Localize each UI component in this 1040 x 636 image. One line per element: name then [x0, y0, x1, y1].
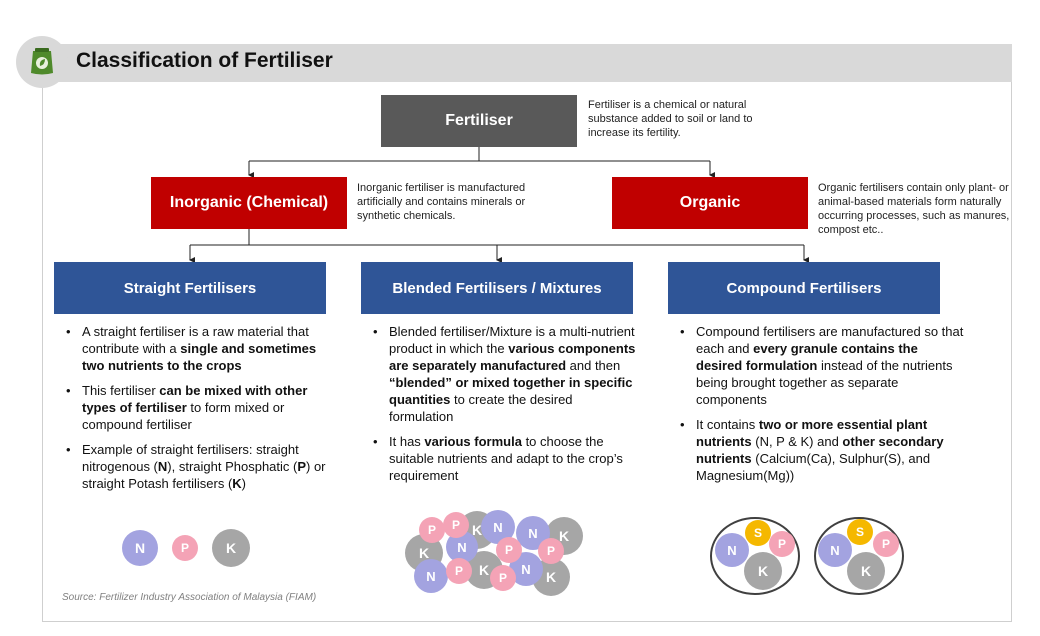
organic-box: Organic [612, 177, 808, 229]
phosphorus-ball: P [873, 531, 899, 557]
phosphorus-ball: P [490, 565, 516, 591]
straight-bullet-3: Example of straight fertilisers: straigh… [62, 441, 332, 492]
fertiliser-bag-icon [31, 48, 53, 75]
nitrogen-ball: N [715, 533, 749, 567]
blended-bullets: Blended fertiliser/Mixture is a multi-nu… [369, 323, 639, 492]
compound-bullets: Compound fertilisers are manufactured so… [676, 323, 966, 492]
compound-fertilisers-box: Compound Fertilisers [668, 262, 940, 314]
phosphorus-ball: P [443, 512, 469, 538]
title-bar [42, 44, 1012, 82]
sulphur-ball: S [847, 519, 873, 545]
straight-fertilisers-box: Straight Fertilisers [54, 262, 326, 314]
source-note: Source: Fertilizer Industry Association … [62, 592, 317, 603]
inorganic-box: Inorganic (Chemical) [151, 177, 347, 229]
nitrogen-ball: N [414, 559, 448, 593]
nitrogen-ball: N [122, 530, 158, 566]
blended-bullet-1: Blended fertiliser/Mixture is a multi-nu… [369, 323, 639, 425]
phosphorus-ball: P [419, 517, 445, 543]
blended-bullet-2: It has various formula to choose the sui… [369, 433, 639, 484]
inorganic-description: Inorganic fertiliser is manufactured art… [357, 182, 526, 222]
blended-fertilisers-box: Blended Fertilisers / Mixtures [361, 262, 633, 314]
phosphorus-ball: P [538, 538, 564, 564]
potassium-ball: K [744, 552, 782, 590]
straight-bullet-2: This fertiliser can be mixed with other … [62, 382, 332, 433]
sulphur-ball: S [745, 520, 771, 546]
nitrogen-ball: N [818, 533, 852, 567]
straight-bullet-1: A straight fertiliser is a raw material … [62, 323, 332, 374]
compound-bullet-1: Compound fertilisers are manufactured so… [676, 323, 966, 408]
fertiliser-box: Fertiliser [381, 95, 577, 147]
potassium-ball: K [212, 529, 250, 567]
straight-bullets: A straight fertiliser is a raw material … [62, 323, 332, 500]
phosphorus-ball: P [172, 535, 198, 561]
organic-description: Organic fertilisers contain only plant- … [818, 182, 1010, 236]
fertiliser-description: Fertiliser is a chemical or natural subs… [588, 99, 753, 139]
phosphorus-ball: P [496, 537, 522, 563]
potassium-ball: K [847, 552, 885, 590]
compound-bullet-2: It contains two or more essential plant … [676, 416, 966, 484]
phosphorus-ball: P [446, 558, 472, 584]
page-title: Classification of Fertiliser [76, 49, 333, 72]
phosphorus-ball: P [769, 531, 795, 557]
